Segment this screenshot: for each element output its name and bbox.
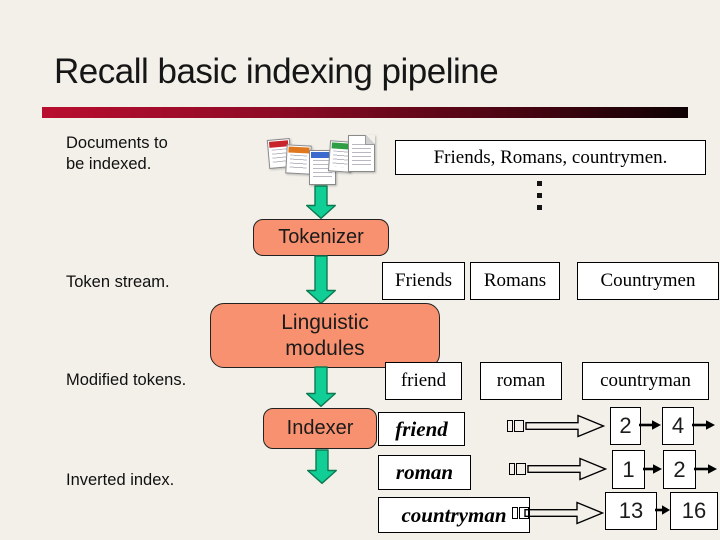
postings-link-arrow-icon bbox=[655, 505, 670, 515]
postings-link-arrow-icon bbox=[692, 420, 715, 430]
input-sentence-box: Friends, Romans, countrymen. bbox=[395, 140, 706, 175]
postings-link-arrow-icon bbox=[643, 464, 662, 474]
postings-link-arrow-icon bbox=[694, 464, 717, 474]
label-documents: Documents to be indexed. bbox=[66, 134, 168, 173]
postings-pointer-icon bbox=[524, 501, 604, 525]
token-box: Countrymen bbox=[577, 262, 719, 300]
flow-arrow-down-icon bbox=[307, 449, 337, 484]
posting-box: 2 bbox=[663, 450, 696, 489]
pointer-tail-icon bbox=[512, 507, 518, 519]
stage-indexer: Indexer bbox=[263, 408, 377, 449]
stage-label: Linguistic modules bbox=[281, 310, 369, 360]
vertical-ellipsis-icon bbox=[537, 181, 542, 210]
stage-tokenizer: Tokenizer bbox=[253, 219, 389, 256]
token-box: countryman bbox=[582, 362, 709, 400]
token-box: roman bbox=[480, 362, 562, 400]
index-term-box: friend bbox=[378, 412, 465, 446]
index-term-box: countryman bbox=[378, 497, 530, 533]
document-stack-icon bbox=[266, 134, 378, 192]
posting-box: 13 bbox=[605, 492, 657, 530]
document-icon bbox=[285, 144, 312, 175]
label-inverted-index: Inverted index. bbox=[66, 471, 175, 489]
token-box: Friends bbox=[382, 262, 465, 300]
pointer-tail-icon bbox=[516, 463, 526, 475]
pointer-tail-icon bbox=[519, 507, 529, 519]
postings-link-arrow-icon bbox=[639, 420, 661, 430]
document-icon bbox=[348, 135, 375, 172]
token-box: Romans bbox=[470, 262, 560, 300]
pointer-tail-icon bbox=[507, 420, 513, 432]
title-accent-bar bbox=[42, 107, 688, 118]
pointer-tail-icon bbox=[514, 420, 524, 432]
postings-pointer-icon bbox=[527, 457, 607, 481]
posting-box: 1 bbox=[612, 450, 645, 489]
posting-box: 2 bbox=[610, 407, 641, 445]
posting-box: 4 bbox=[662, 407, 694, 445]
label-token-stream: Token stream. bbox=[66, 273, 170, 291]
flow-arrow-down-icon bbox=[306, 366, 336, 407]
label-modified-tokens: Modified tokens. bbox=[66, 371, 187, 389]
page-title: Recall basic indexing pipeline bbox=[54, 52, 499, 91]
stage-linguistic-modules: Linguistic modules bbox=[210, 303, 440, 368]
index-term-box: roman bbox=[378, 455, 471, 490]
flow-arrow-down-icon bbox=[306, 185, 336, 219]
pointer-tail-icon bbox=[509, 463, 515, 475]
posting-box: 16 bbox=[670, 492, 718, 530]
token-box: friend bbox=[385, 362, 462, 400]
postings-pointer-icon bbox=[525, 414, 605, 438]
flow-arrow-down-icon bbox=[306, 255, 336, 304]
